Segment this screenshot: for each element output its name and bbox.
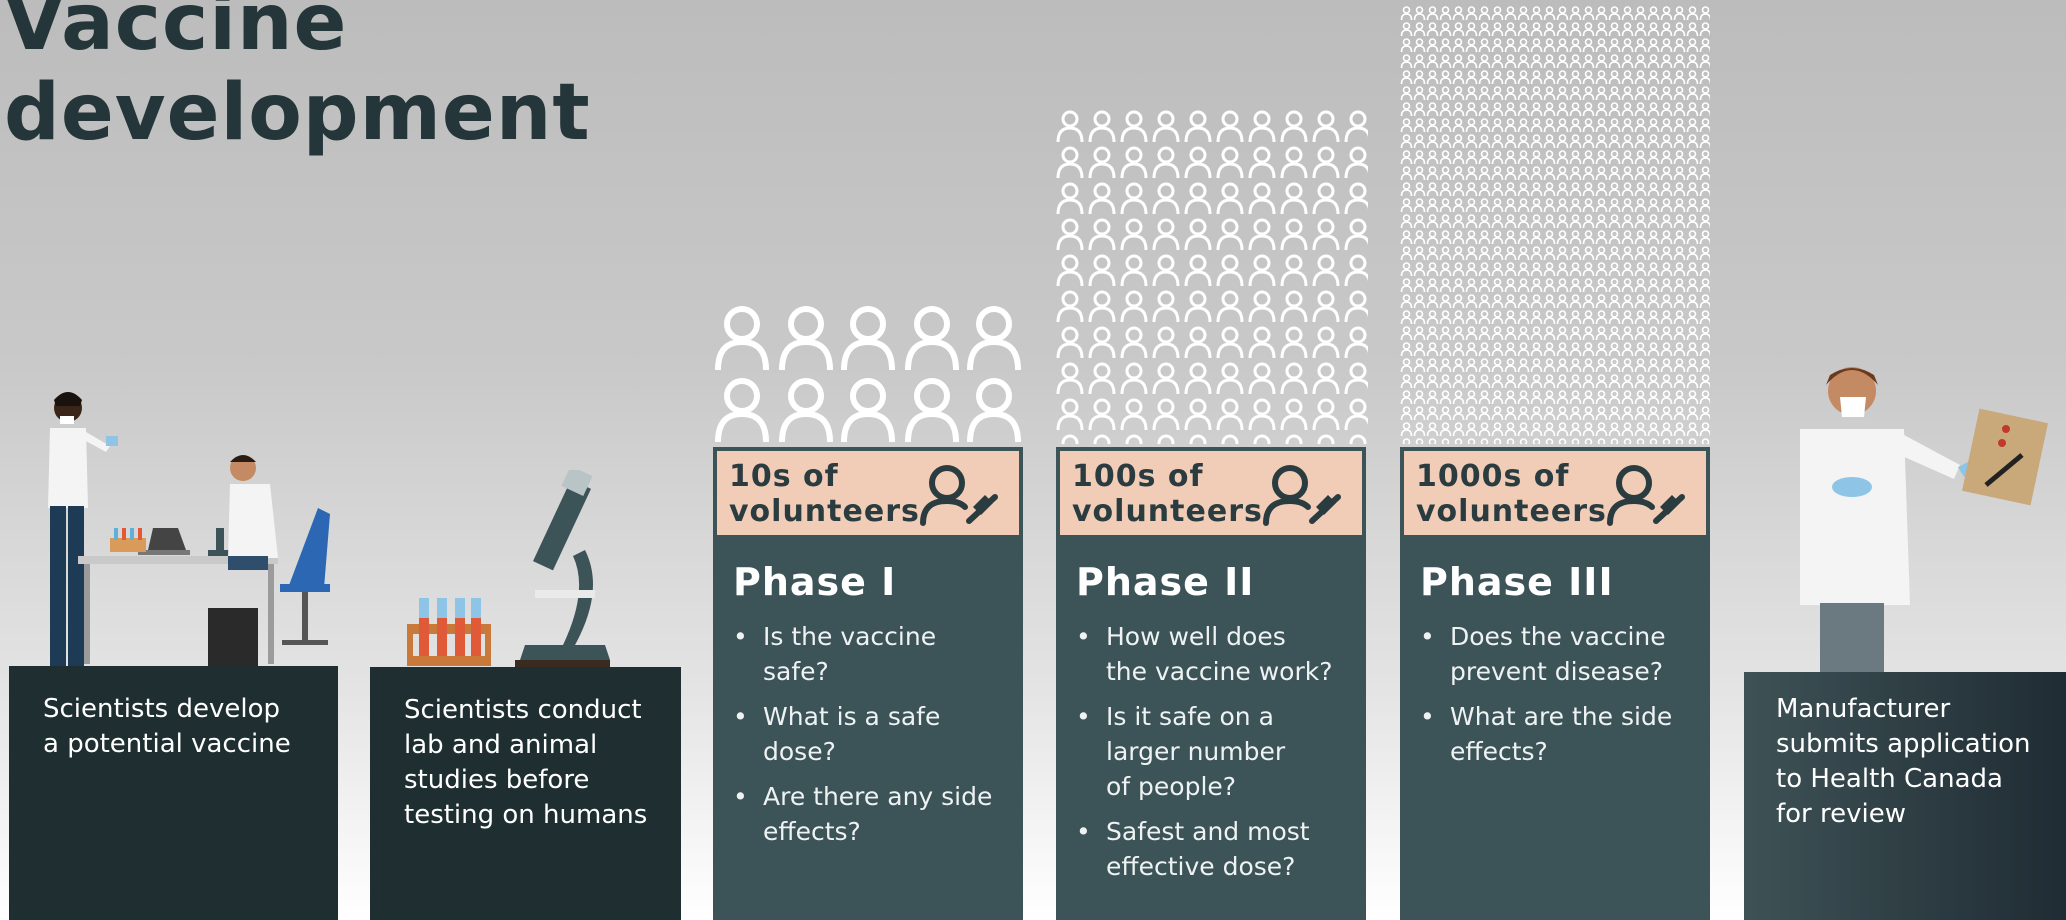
volunteer-syringe-icon bbox=[1263, 465, 1341, 526]
volunteer-count-box: 10s of volunteers bbox=[713, 447, 1023, 539]
phase-questions: How well does the vaccine work? Is it sa… bbox=[1076, 619, 1352, 894]
phase-title: Phase II bbox=[1076, 560, 1255, 604]
phase-3-column: 1000s of volunteers Phase III Does the v… bbox=[1400, 447, 1710, 920]
phase-question: Is it safe on a larger number of people? bbox=[1076, 699, 1352, 804]
step-develop-vaccine: Scientists develop a potential vaccine bbox=[9, 666, 338, 920]
phase-1-column: 10s of volunteers Phase I Is the vaccine… bbox=[713, 447, 1023, 920]
scientists-lab-illustration bbox=[48, 392, 330, 666]
page-title: Vaccine development bbox=[4, 0, 591, 158]
phase-question: What is a safe dose? bbox=[733, 699, 1009, 769]
phase-question: What are the side effects? bbox=[1420, 699, 1696, 769]
volunteer-syringe-icon bbox=[920, 465, 998, 526]
volunteer-count: 10s of volunteers bbox=[729, 459, 920, 529]
step-text: Manufacturer submits application to Heal… bbox=[1776, 694, 2031, 829]
volunteer-crowd-10s bbox=[712, 302, 1022, 444]
step-manufacturer-application: Manufacturer submits application to Heal… bbox=[1744, 672, 2066, 920]
volunteer-crowd-1000s bbox=[1400, 6, 1710, 444]
manufacturer-illustration bbox=[1800, 367, 2048, 675]
step-text: Scientists conduct lab and animal studie… bbox=[404, 695, 648, 830]
volunteer-crowd-100s bbox=[1055, 110, 1368, 444]
volunteer-count-box: 1000s of volunteers bbox=[1400, 447, 1710, 539]
volunteer-syringe-icon bbox=[1607, 465, 1685, 526]
phase-title: Phase III bbox=[1420, 560, 1614, 604]
volunteer-count: 1000s of volunteers bbox=[1416, 459, 1607, 529]
microscope-illustration bbox=[407, 470, 610, 668]
phase-2-column: 100s of volunteers Phase II How well doe… bbox=[1056, 447, 1366, 920]
step-text: Scientists develop a potential vaccine bbox=[43, 694, 291, 759]
phase-question: Is the vaccine safe? bbox=[733, 619, 1009, 689]
phase-question: Safest and most effective dose? bbox=[1076, 814, 1352, 884]
phase-question: How well does the vaccine work? bbox=[1076, 619, 1352, 689]
phase-question: Are there any side effects? bbox=[733, 779, 1009, 849]
phase-questions: Is the vaccine safe? What is a safe dose… bbox=[733, 619, 1009, 859]
phase-question: Does the vaccine prevent disease? bbox=[1420, 619, 1696, 689]
volunteer-count-box: 100s of volunteers bbox=[1056, 447, 1366, 539]
volunteer-count: 100s of volunteers bbox=[1072, 459, 1263, 529]
phase-questions: Does the vaccine prevent disease? What a… bbox=[1420, 619, 1696, 779]
phase-title: Phase I bbox=[733, 560, 897, 604]
step-lab-studies: Scientists conduct lab and animal studie… bbox=[370, 667, 681, 920]
